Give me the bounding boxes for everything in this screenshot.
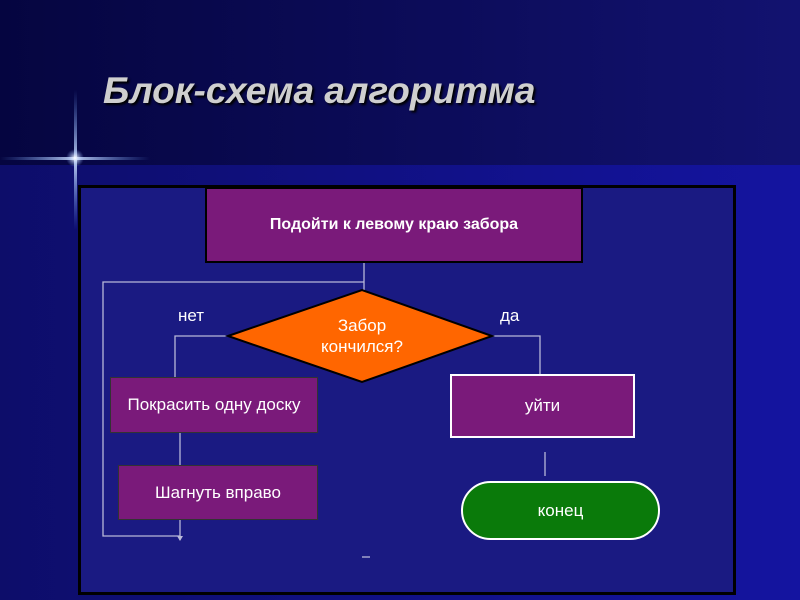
paint-board-text: Покрасить одну доску — [127, 395, 301, 414]
end-terminal-text: конец — [537, 500, 584, 520]
start-process-box: Подойти к левому краю забора — [205, 187, 583, 263]
decision-text-box: Забор кончился? — [300, 310, 424, 362]
step-right-text: Шагнуть вправо — [155, 482, 281, 502]
connector-no-branch — [174, 335, 228, 377]
connector-yes-branch — [492, 335, 541, 374]
leave-box: уйти — [450, 374, 635, 438]
connector-loop-back — [102, 281, 364, 537]
decision-text: Забор кончился? — [321, 316, 403, 356]
step-right-box: Шагнуть вправо — [118, 465, 318, 520]
arrowhead — [177, 536, 183, 541]
yes-label: да — [500, 306, 520, 325]
slide-title: Блок-схема алгоритма — [103, 70, 536, 111]
paint-board-box: Покрасить одну доску — [110, 377, 318, 433]
slide-top-band — [0, 0, 800, 165]
no-label: нет — [178, 306, 205, 325]
start-process-text: Подойти к левому краю забора — [269, 216, 519, 233]
end-terminal: конец — [461, 481, 660, 540]
leave-text: уйти — [524, 396, 561, 415]
